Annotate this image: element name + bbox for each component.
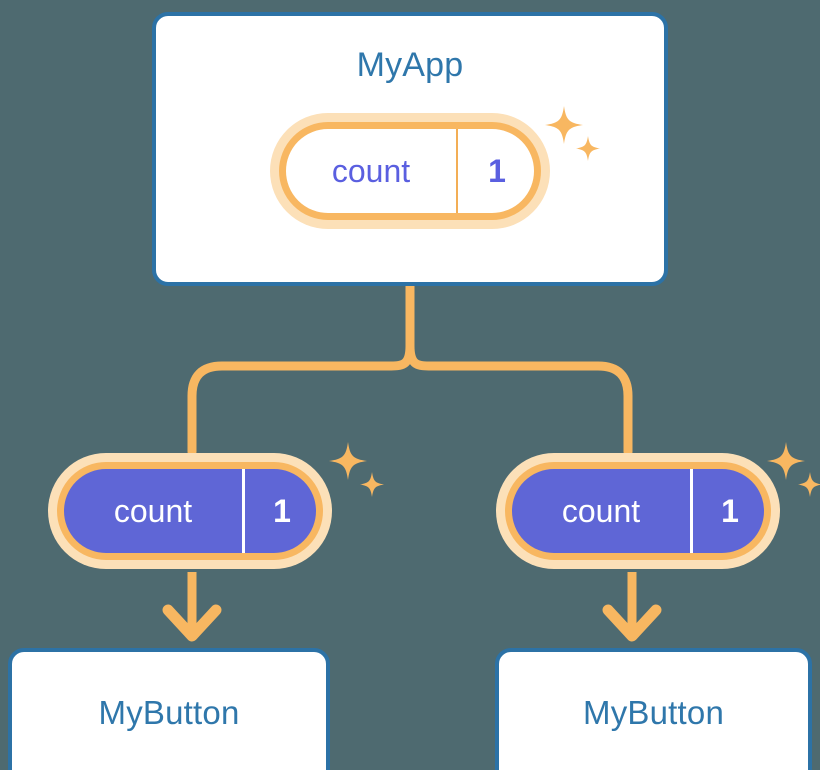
state-pill-myapp[interactable]: count 1: [279, 122, 541, 220]
state-value: 1: [690, 469, 767, 553]
state-pill[interactable]: count 1: [505, 462, 771, 560]
state-pill-branch-left[interactable]: count 1: [57, 462, 323, 560]
state-value: 1: [242, 469, 319, 553]
state-key: count: [113, 492, 193, 529]
component-card-mybutton-left[interactable]: MyButton: [8, 648, 330, 770]
arrow-down-icon-right: [602, 572, 662, 642]
sparkle-four-point-small-icon: [360, 472, 384, 497]
state-pill[interactable]: count 1: [279, 122, 541, 220]
state-key: count: [561, 492, 641, 529]
state-key: count: [331, 152, 411, 189]
state-value: 1: [456, 129, 536, 213]
sparkles-group-branch-left: [329, 442, 384, 497]
component-label: MyButton: [98, 694, 240, 731]
state-pill[interactable]: count 1: [57, 462, 323, 560]
arrow-down-icon-left: [162, 572, 222, 642]
state-pill-branch-right[interactable]: count 1: [505, 462, 771, 560]
sparkle-four-point-large-icon: [767, 442, 805, 480]
sparkle-four-point-large-icon: [329, 442, 367, 480]
component-label: MyButton: [583, 694, 724, 731]
branch-connector-icon: [187, 286, 633, 457]
component-card-mybutton-right[interactable]: MyButton: [495, 648, 812, 770]
page-title: MyApp: [356, 46, 464, 84]
sparkle-four-point-small-icon: [798, 472, 820, 497]
